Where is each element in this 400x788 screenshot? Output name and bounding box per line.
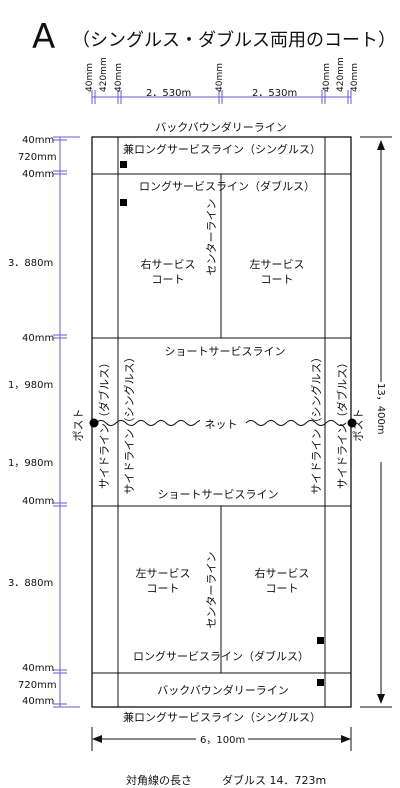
label-post-right: ポスト [352, 409, 365, 442]
dim-label: 40mm [322, 63, 332, 92]
dim-label: 2．530m [146, 88, 191, 99]
label-right-service-bottom: 右サービスコート [255, 566, 310, 595]
arrow-up-icon [377, 140, 385, 150]
label-long-double-top: ロングサービスライン（ダブルス） [139, 179, 315, 193]
arrow-down-icon [377, 694, 385, 704]
label-center-line-bottom: センターライン [205, 552, 218, 629]
label-net: ネット [205, 418, 238, 431]
top-dimension-ticks [91, 90, 352, 104]
dim-label: 3．880m [8, 258, 53, 269]
dim-label: 40mm [215, 63, 225, 92]
label-center-line-top: センターライン [205, 199, 218, 276]
post-left [89, 418, 99, 428]
net-line-left [95, 420, 207, 426]
footer-label: 対角線の長さ [126, 773, 192, 787]
dim-label: 1，980m [8, 458, 53, 469]
dim-label: 40mm [350, 63, 360, 92]
right-dim-label-bg [375, 382, 387, 462]
label-back-boundary-top: バックバウンダリーライン [155, 120, 286, 134]
dim-label: 720mm [18, 680, 57, 691]
dim-label: 6，100m [200, 735, 245, 746]
dim-label: 40mm [85, 63, 95, 92]
label-short-service-bottom: ショートサービスライン [158, 488, 279, 501]
post-right [347, 418, 357, 428]
dim-label: 420mm [99, 57, 109, 92]
dim-label: 2．530m [252, 88, 297, 99]
label-side-single-right: サイドライン（シングルス） [309, 352, 323, 495]
label-side-double-right: サイドライン（ダブルス） [335, 357, 349, 489]
footer-value: ダブルス 14．723m [222, 773, 326, 787]
dim-label: 40mm [114, 63, 124, 92]
left-dimension-ticks [53, 136, 80, 708]
label-long-single-top: 兼ロングサービスライン（シングルス） [123, 142, 321, 156]
dim-label: 1，980m [8, 380, 53, 391]
label-right-service-top: 右サービスコート [141, 257, 196, 286]
dim-label: 3．880m [8, 578, 53, 589]
dim-label: 40mm [22, 696, 54, 707]
dim-label: 40mm [22, 169, 54, 180]
title-subtitle: （シングルス・ダブルス両用のコート） [72, 29, 396, 51]
label-left-service-bottom: 左サービスコート [136, 567, 191, 595]
label-left-service-top: 左サービスコート [250, 258, 305, 286]
bottom-dim-label-bg [196, 731, 248, 745]
marker-square [120, 161, 127, 168]
dim-label: 420mm [336, 57, 346, 92]
dim-label: 13，400m [375, 383, 386, 435]
marker-square [120, 199, 127, 206]
dim-label: 40mm [22, 333, 54, 344]
dim-label: 720mm [18, 152, 57, 163]
label-post-left: ポスト [72, 409, 85, 442]
label-long-double-bottom: ロングサービスライン（ダブルス） [133, 649, 309, 663]
label-short-service-top: ショートサービスライン [165, 345, 286, 358]
arrow-left-icon [92, 735, 102, 743]
label-side-single-left: サイドライン（シングルス） [122, 352, 136, 495]
label-back-boundary-bottom: バックバウンダリーライン [157, 683, 288, 697]
label-side-double-left: サイドライン（ダブルス） [97, 357, 111, 489]
marker-square [317, 679, 324, 686]
arrow-right-icon [341, 735, 351, 743]
net-line-right [245, 420, 347, 426]
label-long-single-bottom: 兼ロングサービスライン（シングルス） [123, 710, 321, 724]
dim-label: 40mm [22, 663, 54, 674]
marker-square [317, 637, 324, 644]
title-letter: A [32, 17, 55, 57]
dim-label: 40mm [22, 496, 54, 507]
net-label-bg [200, 416, 240, 430]
dim-label: 40mm [22, 135, 54, 146]
